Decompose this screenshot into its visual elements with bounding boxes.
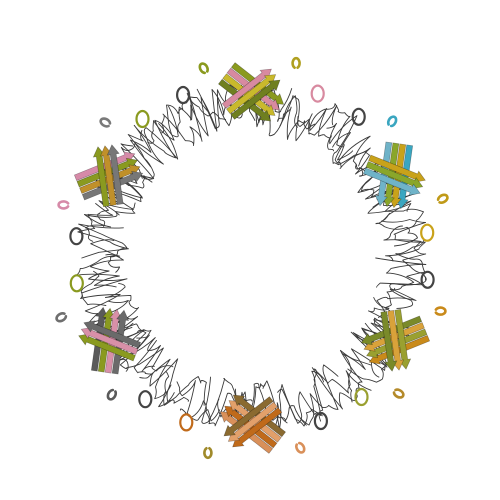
beta-strand <box>230 79 281 120</box>
coil-loop <box>114 322 161 372</box>
beta-strand <box>106 144 124 205</box>
beta-strand <box>380 311 398 372</box>
coil-loop <box>177 92 227 134</box>
coil-loop <box>383 225 427 281</box>
coil-ring <box>354 387 369 407</box>
beta-strand <box>368 154 426 183</box>
coil-ring <box>138 390 153 409</box>
subunit-lower-right <box>354 270 447 407</box>
beta-strand <box>80 326 139 355</box>
subunit-bottom <box>179 394 328 460</box>
coil-loop <box>163 371 207 406</box>
subunit-top <box>176 56 325 122</box>
coil-loop <box>299 364 339 426</box>
beta-strand <box>99 145 117 206</box>
coil-loop <box>380 212 427 262</box>
alpha-helix <box>291 56 301 69</box>
coil-loop <box>313 368 372 422</box>
coil-loop <box>147 102 188 144</box>
beta-strand <box>92 146 110 207</box>
alpha-helix <box>434 306 447 316</box>
alpha-helix <box>436 193 449 204</box>
coil-loop <box>80 270 122 325</box>
subunit-lower-left <box>55 274 153 409</box>
coil-loop <box>332 132 379 175</box>
subunit-domains <box>55 56 449 460</box>
alpha-helix <box>198 62 209 75</box>
coil-loop <box>75 239 121 288</box>
coil-loop <box>107 314 152 372</box>
coil-loop <box>376 239 426 288</box>
coil-loop <box>267 106 316 140</box>
coil-ring <box>420 223 435 242</box>
beta-strand <box>73 151 136 181</box>
beta-strand <box>78 333 136 362</box>
coil-loop <box>139 358 189 404</box>
beta-strand <box>365 161 424 190</box>
alpha-helix <box>295 441 306 454</box>
alpha-helix <box>203 446 213 460</box>
beta-strand <box>83 320 142 349</box>
beta-strand <box>227 401 278 442</box>
alpha-helix <box>57 200 70 210</box>
coil-ring <box>135 109 150 129</box>
coil-loop <box>81 254 128 306</box>
coil-loop <box>297 108 334 152</box>
alpha-helix <box>99 117 112 128</box>
coil-ring <box>69 274 84 293</box>
alpha-helix <box>392 388 405 399</box>
coil-loop <box>133 340 179 408</box>
beta-strand <box>232 407 283 448</box>
coil-ring <box>176 85 191 105</box>
coil-loops <box>75 84 427 432</box>
coil-loop <box>277 370 325 427</box>
coil-loop <box>77 203 129 259</box>
coil-ring <box>351 107 366 126</box>
alpha-helix <box>106 388 118 401</box>
coil-ring <box>179 413 194 432</box>
coil-loop <box>309 103 354 161</box>
alpha-helix <box>55 312 68 323</box>
coil-loop <box>311 349 372 410</box>
coil-loop <box>341 348 388 403</box>
beta-strand <box>223 396 274 437</box>
alpha-helix <box>386 115 398 128</box>
coil-loop <box>78 223 128 273</box>
coil-loop <box>160 96 209 147</box>
coil-loop <box>279 95 338 142</box>
coil-ring <box>310 84 325 103</box>
coil-loop <box>201 376 253 424</box>
beta-strand <box>368 335 431 365</box>
subunit-upper-left <box>57 109 150 246</box>
coil-loop <box>129 105 179 168</box>
beta-strand <box>362 167 421 196</box>
beta-strand <box>394 309 412 370</box>
subunit-upper-right <box>351 107 449 242</box>
coil-ring <box>69 227 84 246</box>
coil-loop <box>375 198 418 247</box>
beta-strand <box>387 310 405 371</box>
coil-ring <box>313 411 328 431</box>
coil-ring <box>420 270 435 289</box>
beta-strand <box>226 74 277 115</box>
beta-strand <box>221 68 272 109</box>
